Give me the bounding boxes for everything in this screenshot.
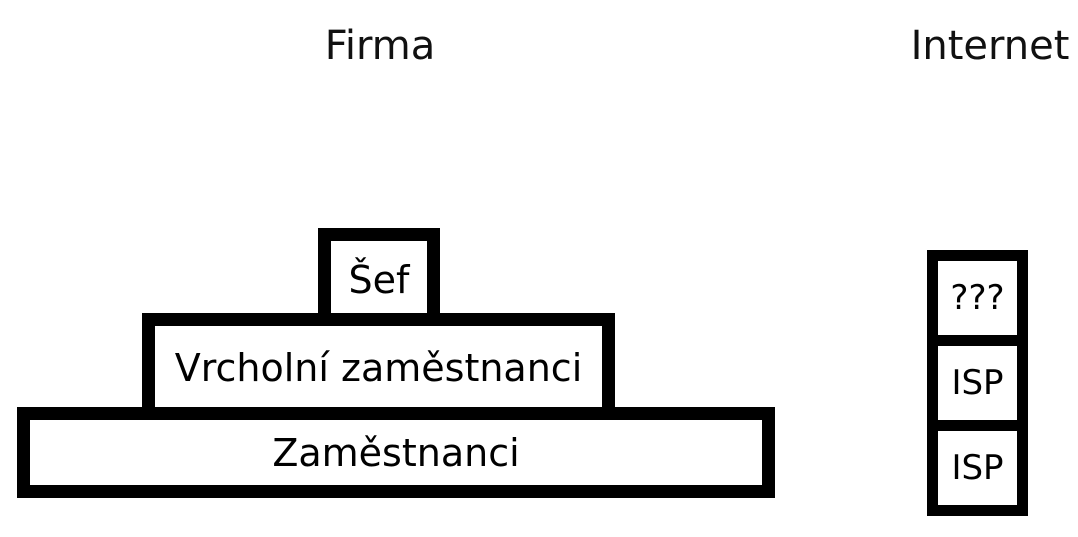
pyramid-tier-sef-inner: Šef	[331, 241, 427, 318]
pyramid-tier-sef: Šef	[318, 228, 440, 318]
internet-stack-cell-isp-2: ISP	[938, 431, 1017, 505]
column-title-firma: Firma	[324, 23, 436, 69]
internet-stack-cell-isp-2-label: ISP	[951, 448, 1004, 488]
internet-stack-cell-unknown: ???	[938, 261, 1017, 335]
pyramid-tier-vrcholni-zamestnanci: Vrcholní zaměstnanci	[142, 313, 615, 410]
pyramid-tier-vrcholni-zamestnanci-inner: Vrcholní zaměstnanci	[155, 326, 602, 410]
pyramid-tier-zamestnanci-inner: Zaměstnanci	[30, 420, 762, 485]
column-title-internet: Internet	[910, 23, 1070, 69]
pyramid-tier-sef-label: Šef	[348, 257, 410, 302]
internet-stack-cell-isp-1: ISP	[938, 346, 1017, 420]
internet-stack-cell-unknown-label: ???	[950, 278, 1005, 318]
internet-stack: ??? ISP ISP	[927, 250, 1028, 516]
pyramid-tier-zamestnanci: Zaměstnanci	[17, 407, 775, 498]
internet-stack-cell-isp-1-label: ISP	[951, 363, 1004, 403]
pyramid-tier-zamestnanci-label: Zaměstnanci	[272, 430, 520, 475]
pyramid-tier-vrcholni-zamestnanci-label: Vrcholní zaměstnanci	[174, 346, 583, 390]
